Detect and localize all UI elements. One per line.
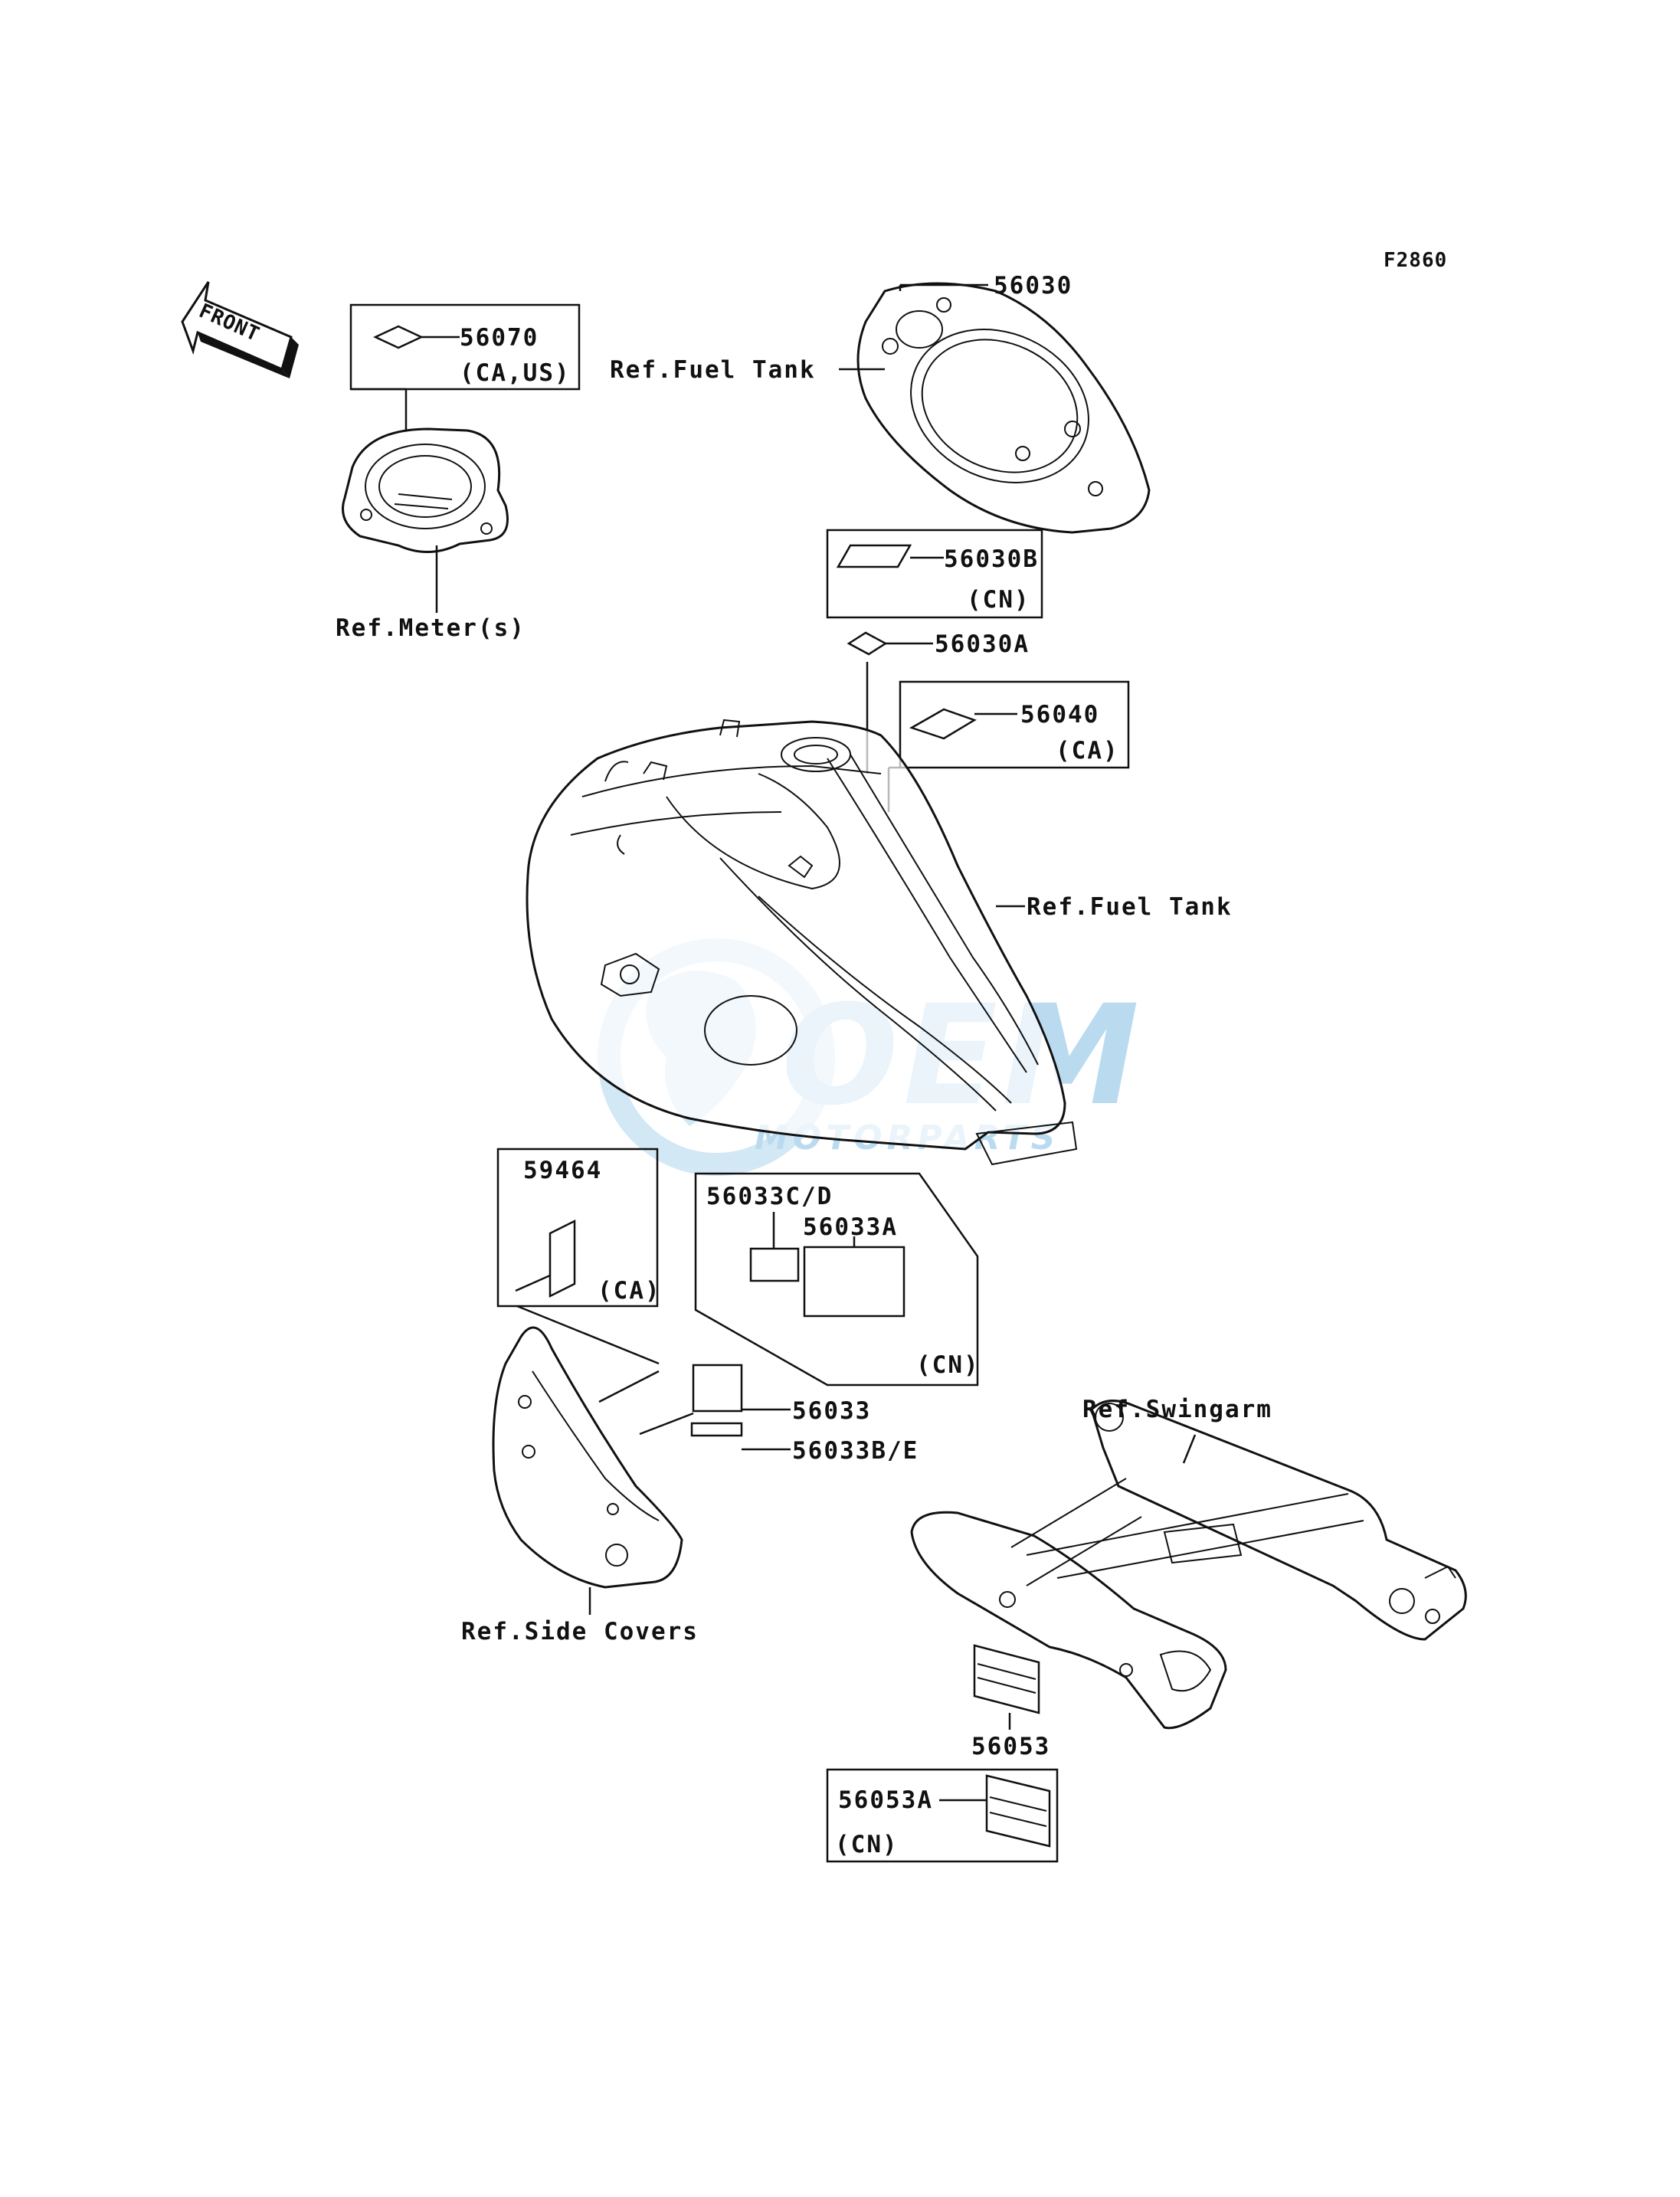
note-56033A: (CN) [916,1351,980,1379]
ref-side-covers-label: Ref.Side Covers [461,1618,699,1645]
part-number-56030B: 56030B [944,545,1039,573]
callout-56033: 56033 56033B/E [639,1364,919,1465]
note-56070: (CA,US) [460,359,571,387]
side-cover-part [492,1326,683,1615]
callout-56033CD-56033A: 56033C/D 56033A (CN) [694,1172,980,1387]
swingarm-part [910,1400,1467,1730]
callout-59464: 59464 (CA) [496,1148,661,1403]
fuel-tank-part [526,719,1078,1166]
note-56040: (CA) [1056,737,1119,765]
callout-56030B: 56030B (CN) [826,529,1043,619]
part-number-56053: 56053 [971,1733,1050,1760]
ref-fuel-tank-mid-label: Ref.Fuel Tank [1027,893,1233,921]
part-number-56030: 56030 [994,272,1073,300]
part-number-56033A: 56033A [803,1213,898,1241]
callout-56053: 56053 [971,1644,1050,1760]
callout-56040: 56040 (CA) [887,680,1130,812]
meter-housing-part [342,427,509,613]
part-number-59464: 59464 [523,1157,602,1184]
part-number-56053A: 56053A [838,1786,933,1814]
note-56030B: (CN) [967,586,1030,614]
front-arrow-icon: FRONT [181,281,299,378]
note-59464: (CA) [598,1277,661,1305]
ref-fuel-tank-top-label: Ref.Fuel Tank [610,356,816,384]
callout-56030A: 56030A [847,630,1030,774]
tank-cover-part [856,282,1151,534]
part-number-56033BE: 56033B/E [792,1437,919,1465]
part-number-56070: 56070 [460,324,539,352]
part-number-56033CD: 56033C/D [706,1183,833,1210]
ref-swingarm-label: Ref.Swingarm [1082,1396,1272,1423]
figure-code: F2860 [1384,249,1447,272]
part-number-56040: 56040 [1020,701,1099,729]
part-number-56033: 56033 [792,1397,871,1425]
callout-56053A: 56053A (CN) [826,1768,1059,1863]
note-56053A: (CN) [835,1831,899,1858]
ref-meter-label: Ref.Meter(s) [336,614,526,642]
part-number-56030A: 56030A [935,630,1030,658]
